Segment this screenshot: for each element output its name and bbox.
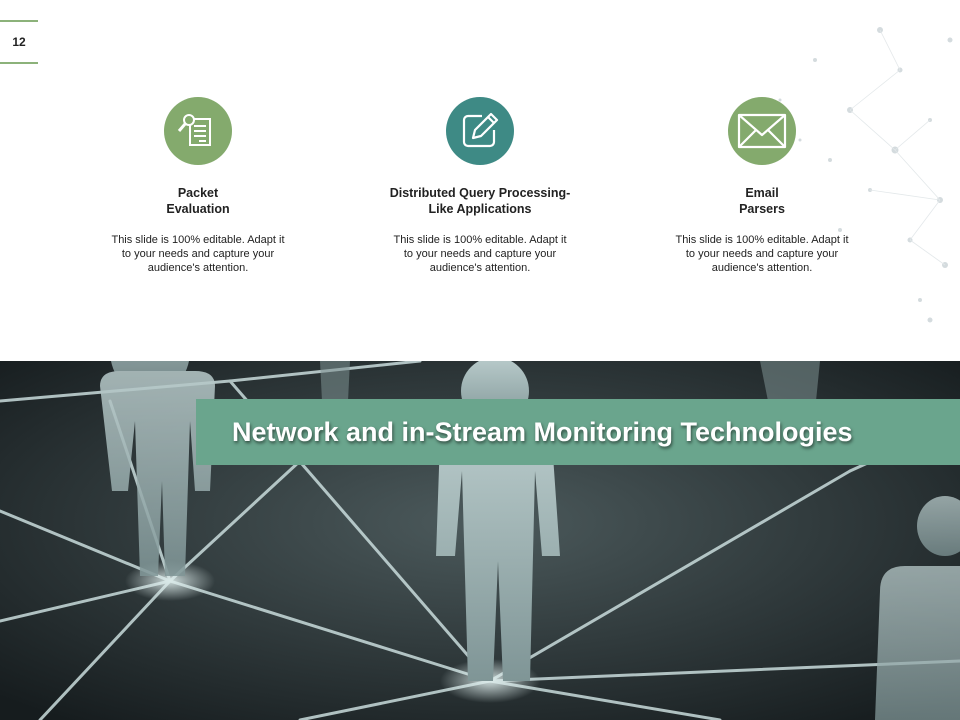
slide-title: Network and in-Stream Monitoring Technol… [232,416,853,447]
document-search-icon [177,114,211,146]
envelope-icon [737,113,787,149]
feature-icon-circle [164,97,232,165]
feature-title: Distributed Query Processing-Like Applic… [389,186,571,216]
decorative-network-dots [778,27,953,323]
slide-number: 12 [0,20,38,64]
feature-description: This slide is 100% editable. Adapt it to… [675,234,849,274]
feature-icon-circle [728,97,796,165]
feature-packet-evaluation: Packet Evaluation This slide is 100% edi… [98,97,298,275]
feature-title: Email Parsers [739,186,785,216]
feature-email-parsers: Email Parsers This slide is 100% editabl… [662,97,862,275]
edit-pencil-icon [462,112,499,148]
feature-icon-circle [446,97,514,165]
title-banner: Network and in-Stream Monitoring Technol… [196,399,960,465]
feature-distributed-query: Distributed Query Processing-Like Applic… [380,97,580,275]
feature-description: This slide is 100% editable. Adapt it to… [111,234,285,274]
feature-description: This slide is 100% editable. Adapt it to… [393,234,567,274]
feature-title: Packet Evaluation [166,186,230,216]
